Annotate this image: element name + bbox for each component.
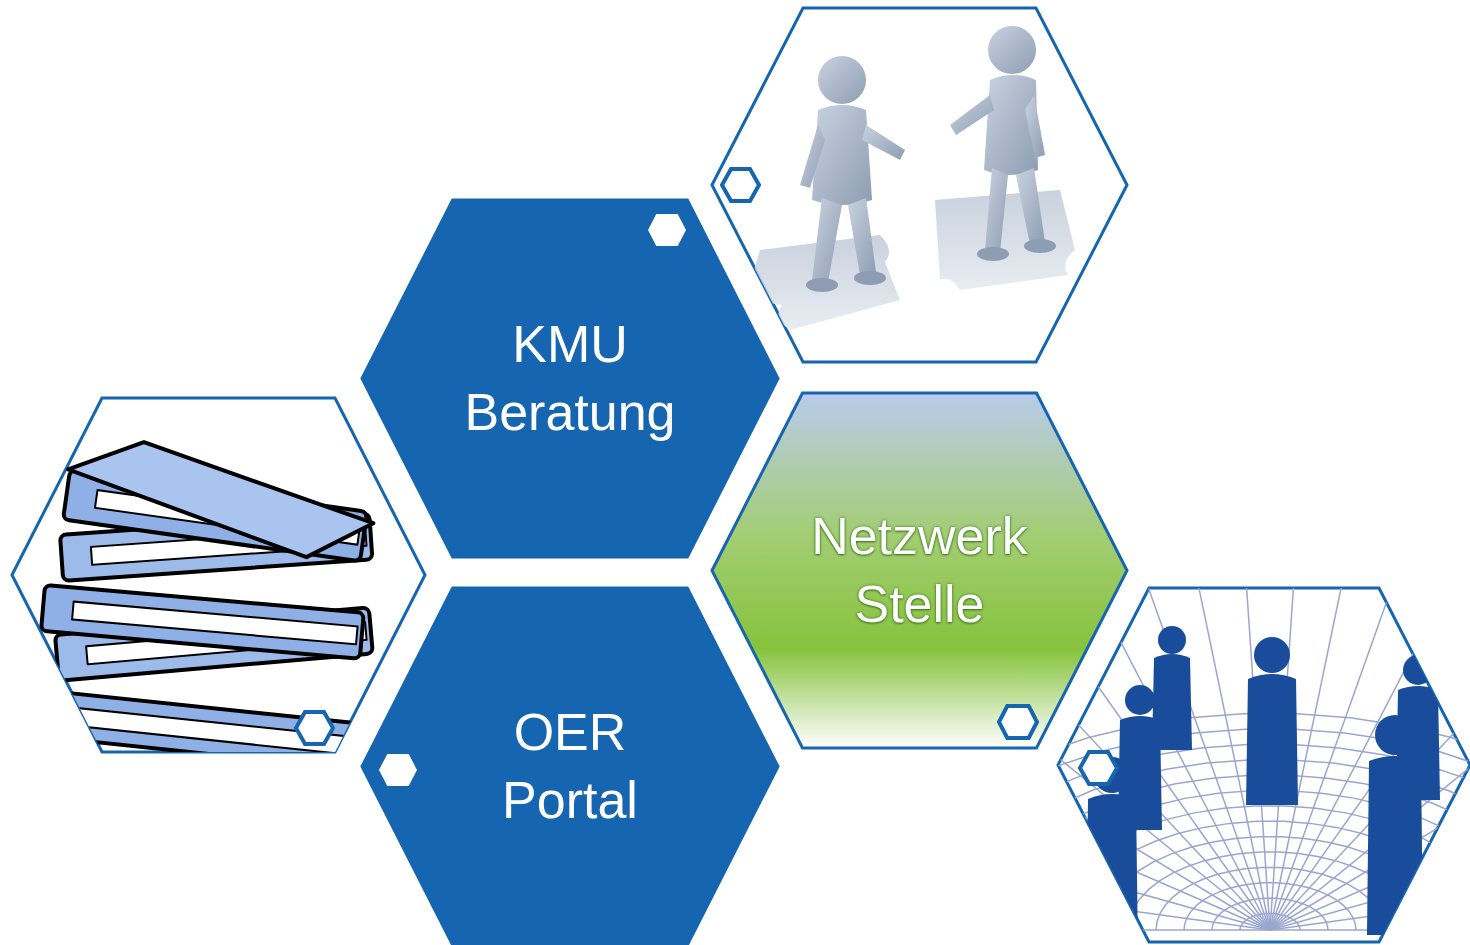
node-label: Netzwerk Stelle	[791, 503, 1048, 638]
hexagon-shape	[362, 588, 778, 945]
people-puzzle-image	[712, 8, 1127, 362]
hexagon-outline	[362, 588, 778, 945]
node-label: KMU Beratung	[441, 311, 699, 446]
network-hexagon: Netzwerk Stelle	[712, 393, 1127, 748]
hexagon-shape	[362, 200, 778, 557]
hex-marker	[722, 169, 759, 201]
hexagon-shape	[712, 393, 1127, 748]
hexagon-outline	[362, 200, 778, 557]
service-hexagon: KMU Beratung	[362, 200, 778, 557]
hex-marker	[648, 214, 686, 246]
books-image	[12, 398, 425, 769]
hexagon-outline	[712, 393, 1127, 748]
node-label: OER Portal	[441, 699, 699, 834]
portal-hexagon: OER Portal	[362, 588, 778, 945]
hex-marker	[296, 712, 333, 744]
hex-marker	[1080, 752, 1117, 784]
hex-marker	[379, 754, 417, 786]
hex-marker	[999, 706, 1037, 738]
